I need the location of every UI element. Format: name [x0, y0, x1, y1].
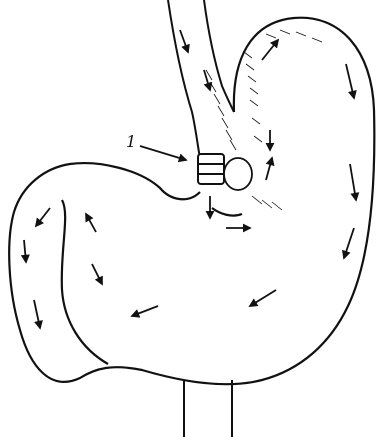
duodenum: [184, 380, 232, 437]
flow-arrow: [204, 70, 210, 90]
flow-arrow: [350, 164, 356, 200]
stomach-outline: [9, 18, 374, 384]
flow-arrow: [132, 306, 158, 316]
flow-arrow: [92, 264, 102, 284]
callout-label: 1: [126, 132, 136, 151]
flow-arrows: [24, 30, 356, 328]
flow-arrow: [34, 300, 40, 328]
flow-arrow: [262, 40, 278, 60]
flow-arrow: [36, 208, 50, 226]
callout-leader: [140, 146, 186, 160]
pyloric-ring: [198, 154, 224, 184]
pouch: [224, 158, 252, 190]
flow-arrow: [346, 64, 354, 98]
flow-arrow: [86, 214, 96, 232]
flow-arrow: [180, 30, 188, 52]
flow-arrow: [344, 228, 354, 258]
esophagus: [168, 0, 234, 158]
flow-arrow: [266, 158, 272, 180]
flow-arrow: [24, 240, 26, 262]
flow-arrow: [250, 290, 276, 306]
